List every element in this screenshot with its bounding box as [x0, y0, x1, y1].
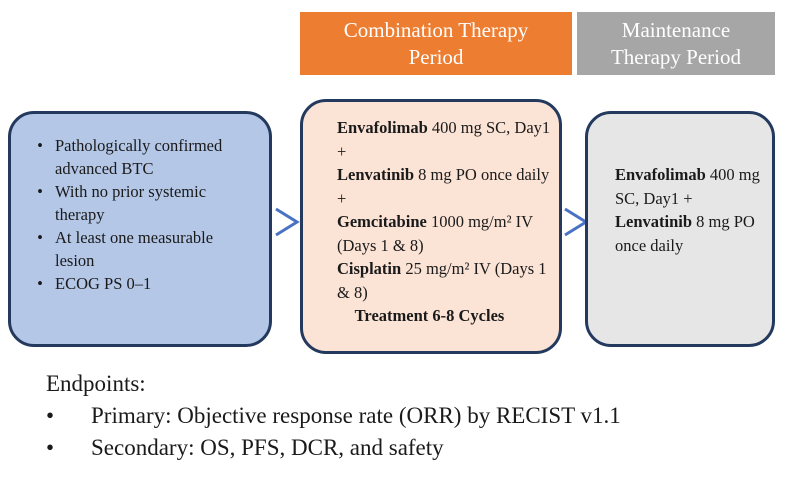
secondary-endpoint: • Secondary: OS, PFS, DCR, and safety — [46, 432, 786, 464]
eligibility-item: • ECOG PS 0–1 — [33, 272, 253, 295]
eligibility-item-text: At least one measurable lesion — [55, 228, 214, 270]
gemcitabine-drug: Gemcitabine — [337, 212, 427, 231]
treatment-cycles: Treatment 6-8 Cycles — [354, 306, 505, 325]
lenvatinib-drug: Lenvatinib — [337, 165, 415, 184]
combination-regimen: Envafolimab 400 mg SC, Day1 + Lenvatinib… — [337, 116, 552, 328]
bullet-icon: • — [46, 403, 55, 428]
maintenance-header-line1: Maintenance — [621, 17, 731, 42]
bullet-icon: • — [37, 228, 43, 247]
maintenance-therapy-box: Envafolimab 400 mg SC, Day1 + Lenvatinib… — [585, 111, 775, 347]
primary-endpoint: • Primary: Objective response rate (ORR) … — [46, 400, 786, 432]
maintenance-header-line2: Therapy Period — [610, 44, 742, 69]
combination-header-line1: Combination Therapy — [343, 17, 529, 42]
endpoints-title: Endpoints: — [46, 371, 146, 396]
lenvatinib-dose: 8 mg PO once daily + — [337, 165, 550, 208]
envafolimab-drug: Envafolimab — [337, 118, 428, 137]
maintenance-lenvatinib-drug: Lenvatinib — [615, 212, 693, 231]
bullet-icon: • — [37, 182, 43, 201]
eligibility-box: • Pathologically confirmed advanced BTC •… — [8, 111, 272, 347]
bullet-icon: • — [37, 274, 43, 293]
eligibility-item-text: ECOG PS 0–1 — [55, 274, 152, 293]
combination-header-line2: Period — [408, 44, 464, 69]
endpoints-section: Endpoints: • Primary: Objective response … — [46, 368, 786, 464]
cisplatin-drug: Cisplatin — [337, 259, 402, 278]
envafolimab-dose: 400 mg SC, Day1 + — [337, 118, 551, 161]
eligibility-item: • Pathologically confirmed advanced BTC — [33, 134, 253, 180]
bullet-icon: • — [46, 435, 55, 460]
maintenance-period-header: Maintenance Therapy Period — [577, 12, 775, 75]
combination-therapy-box: Envafolimab 400 mg SC, Day1 + Lenvatinib… — [300, 99, 562, 354]
gemcitabine-dose: 1000 mg/m² IV (Days 1 & 8) — [337, 212, 533, 255]
chevron-right-arrow-icon — [275, 207, 300, 237]
eligibility-item-text: Pathologically confirmed advanced BTC — [55, 136, 223, 178]
maintenance-envafolimab-dose: 400 mg SC, Day1 + — [615, 165, 760, 208]
cisplatin-dose: 25 mg/m² IV (Days 1 & 8) — [337, 259, 547, 302]
maintenance-lenvatinib-dose: 8 mg PO once daily — [615, 212, 755, 255]
secondary-endpoint-text: Secondary: OS, PFS, DCR, and safety — [91, 435, 444, 460]
combination-period-header: Combination Therapy Period — [300, 12, 572, 75]
eligibility-list: • Pathologically confirmed advanced BTC •… — [33, 134, 253, 295]
eligibility-item: • With no prior systemic therapy — [33, 180, 253, 226]
maintenance-regimen: Envafolimab 400 mg SC, Day1 + Lenvatinib… — [615, 163, 765, 257]
bullet-icon: • — [37, 136, 43, 155]
maintenance-envafolimab-drug: Envafolimab — [615, 165, 706, 184]
primary-endpoint-text: Primary: Objective response rate (ORR) b… — [91, 403, 621, 428]
eligibility-item-text: With no prior systemic therapy — [55, 182, 207, 224]
eligibility-item: • At least one measurable lesion — [33, 226, 253, 272]
